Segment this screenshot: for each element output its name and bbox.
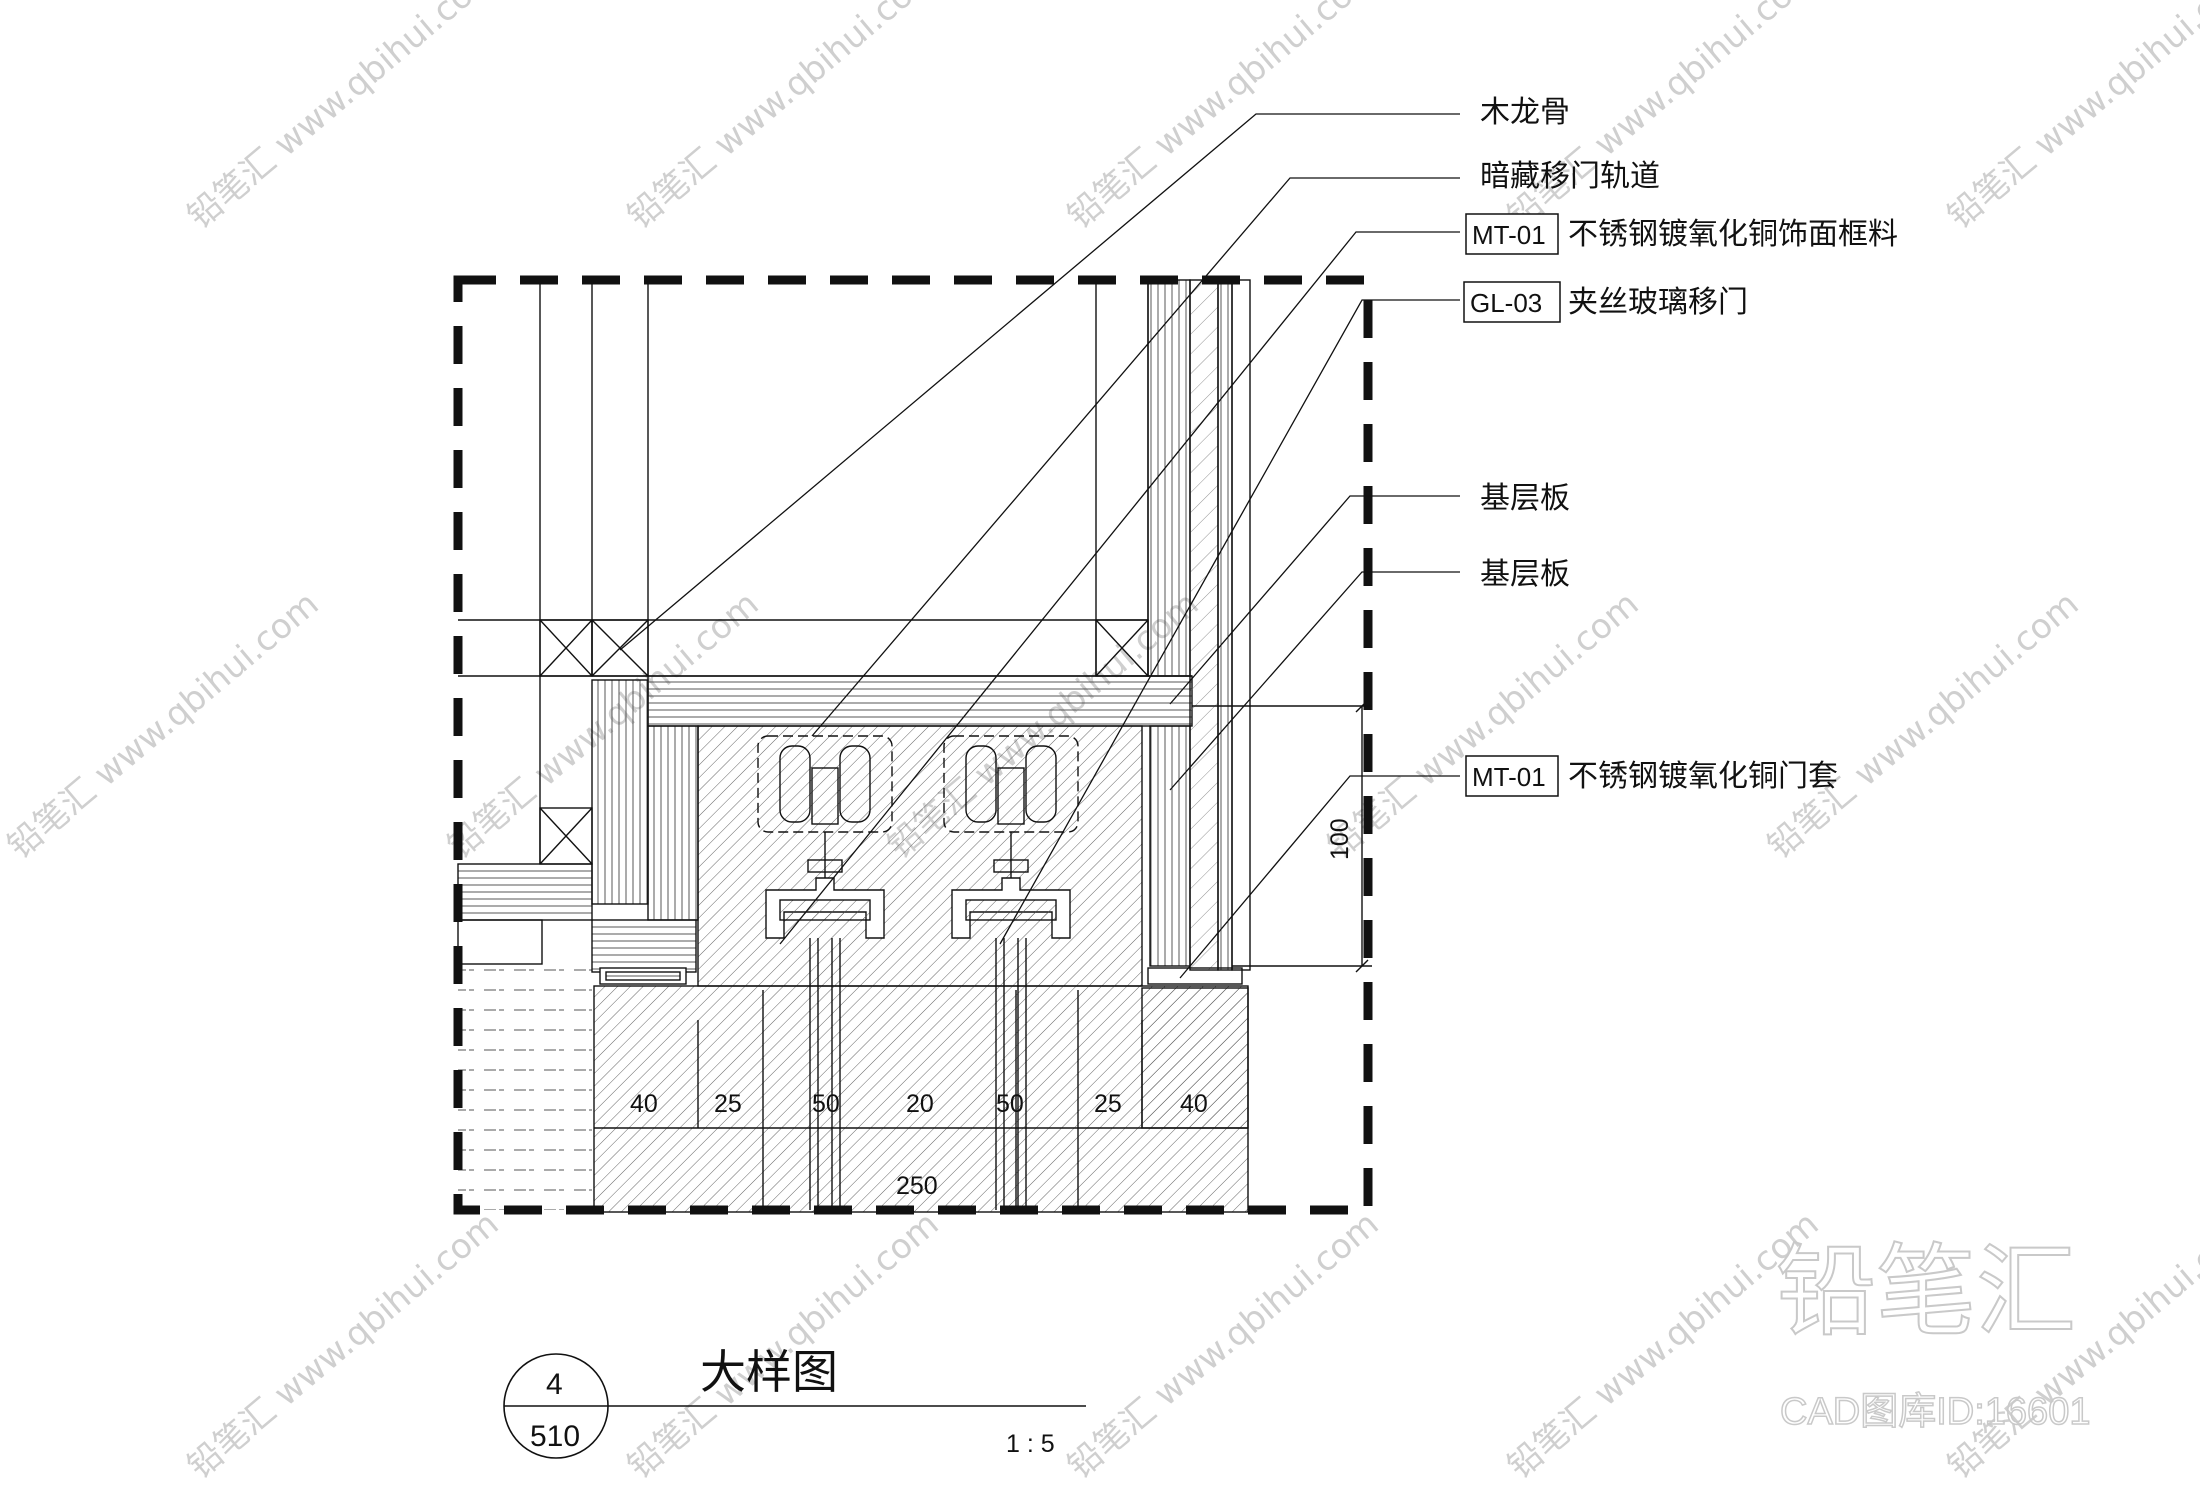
svg-text:铅笔汇 www.qbihui.com: 铅笔汇 www.qbihui.com <box>1760 584 2086 867</box>
right-concrete <box>1141 987 1249 1129</box>
label-frame-code: MT-01 <box>1472 220 1546 250</box>
dim-segment: 20 <box>906 1090 934 1118</box>
svg-text:铅笔汇 www.qbihui.com: 铅笔汇 www.qbihui.com <box>1940 0 2200 237</box>
leader-lines <box>619 113 1460 979</box>
dimension-text: 40 25 50 20 50 25 40 250 100 <box>630 818 1354 1200</box>
detail-number: 4 <box>546 1368 563 1401</box>
svg-text:铅笔汇 www.qbihui.com: 铅笔汇 www.qbihui.com <box>1060 0 1386 237</box>
track-left <box>757 735 893 1210</box>
label-glass-code: GL-03 <box>1470 288 1542 318</box>
brand-watermark: 铅笔汇 CAD图库ID:16601 <box>1775 1232 2091 1434</box>
dim-segment: 50 <box>996 1090 1024 1118</box>
label-glass-text: 夹丝玻璃移门 <box>1568 285 1748 320</box>
section-geometry <box>453 275 1373 1215</box>
label-frame-text: 不锈钢镀氧化铜饰面框料 <box>1568 217 1898 252</box>
dim-segment: 40 <box>630 1090 658 1118</box>
dim-segment: 25 <box>1094 1090 1122 1118</box>
left-frame-vertical <box>591 679 649 905</box>
svg-text:铅笔汇 www.qbihui.com: 铅笔汇 www.qbihui.com <box>180 1204 506 1487</box>
dim-segment: 50 <box>812 1090 840 1118</box>
label-base-board-1: 基层板 <box>1480 481 1570 516</box>
track-right <box>943 735 1079 1210</box>
drawing-title: 大样图 <box>700 1345 838 1399</box>
title-block: 4 510 大样图 1 : 5 <box>503 1345 1086 1459</box>
label-hidden-track: 暗藏移门轨道 <box>1480 159 1660 194</box>
top-beam <box>647 675 1193 727</box>
right-wall-board <box>1147 279 1191 677</box>
svg-text:铅笔汇 www.qbihui.com: 铅笔汇 www.qbihui.com <box>1060 1204 1386 1487</box>
drawing-scale: 1 : 5 <box>1006 1430 1055 1458</box>
dim-total: 250 <box>896 1172 938 1200</box>
svg-text:铅笔汇: 铅笔汇 <box>1776 1233 2076 1350</box>
svg-text:CAD图库ID:16601: CAD图库ID:16601 <box>1780 1391 2090 1433</box>
svg-text:铅笔汇 www.qbihui.com: 铅笔汇 www.qbihui.com <box>180 0 506 237</box>
water-area <box>458 964 592 1210</box>
annotation-labels: 木龙骨 暗藏移门轨道 MT-01 不锈钢镀氧化铜饰面框料 GL-03 夹丝玻璃移… <box>1463 95 1898 797</box>
door-cover-code-box <box>1465 755 1559 797</box>
sheet-number: 510 <box>530 1420 580 1453</box>
dim-vertical: 100 <box>1326 818 1354 860</box>
dim-segment: 25 <box>714 1090 742 1118</box>
floor-slab <box>593 985 1249 1213</box>
glass-code-box <box>1463 281 1561 323</box>
label-wood-keel: 木龙骨 <box>1480 95 1570 130</box>
svg-text:铅笔汇 www.qbihui.com: 铅笔汇 www.qbihui.com <box>0 584 326 867</box>
label-door-cover-code: MT-01 <box>1472 762 1546 792</box>
concrete-block <box>697 725 1143 987</box>
label-door-cover-text: 不锈钢镀氧化铜门套 <box>1568 759 1838 794</box>
dim-segment: 40 <box>1180 1090 1208 1118</box>
detail-boundary <box>453 275 1373 1215</box>
svg-text:铅笔汇 www.qbihui.com: 铅笔汇 www.qbihui.com <box>620 0 946 237</box>
label-base-board-2: 基层板 <box>1480 557 1570 592</box>
frame-code-box <box>1465 213 1559 255</box>
